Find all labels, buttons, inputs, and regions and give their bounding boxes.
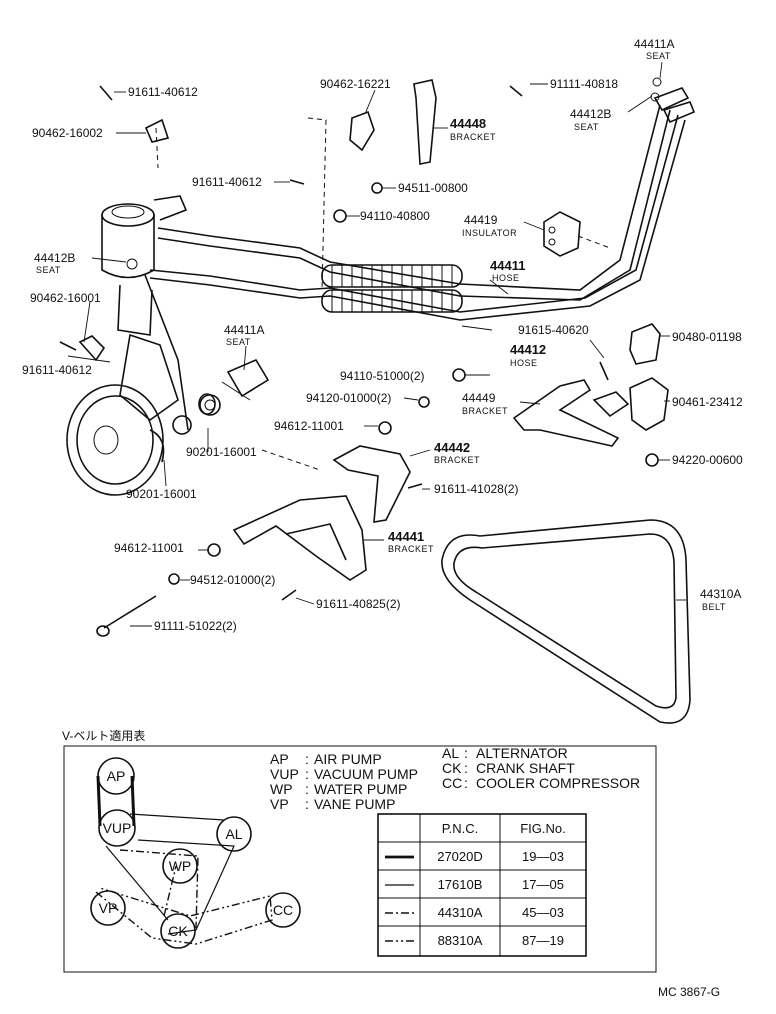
part-number: 94511-00800 (398, 181, 468, 195)
part-number: 90462-16002 (32, 126, 103, 140)
legend-name: ALTERNATOR (476, 745, 568, 761)
legend-code: CK (442, 760, 462, 776)
belt-routing-diagram: AP VUP AL WP VP CK CC (90, 757, 301, 949)
hose-ribs (331, 265, 453, 312)
part-number: 94612-11001 (274, 419, 344, 433)
legend-name: VACUUM PUMP (314, 766, 418, 782)
legend-sep: : (305, 781, 309, 797)
fig-cell: 45—03 (522, 905, 564, 920)
part-number: 91611-40612 (192, 175, 262, 189)
part-number: 44449 (462, 391, 496, 405)
part-desc: BRACKET (462, 406, 508, 416)
part-number: 90201-16001 (126, 487, 197, 501)
part-desc: INSULATOR (462, 228, 517, 238)
part-number: 91611-40612 (128, 85, 198, 99)
part-number: 44442 (434, 440, 470, 455)
legend-code: WP (270, 781, 293, 797)
part-number: 44310A (700, 587, 741, 601)
part-number: 44411A (224, 323, 264, 337)
part-number: 44412 (510, 342, 546, 357)
part-number: 44411A (634, 37, 674, 51)
leader-lines (67, 61, 686, 627)
legend-sep: : (305, 751, 309, 767)
part-number: 94110-51000(2) (340, 369, 425, 383)
part-number: 44412B (34, 251, 75, 265)
legend-sep: : (305, 796, 309, 812)
brackets (155, 117, 630, 581)
legend-code: VP (270, 796, 289, 812)
pulley-label: CK (168, 923, 188, 939)
pnc-cell: 44310A (438, 905, 483, 920)
part-number: 44419 (464, 213, 498, 227)
hoses (149, 77, 696, 321)
belt-application-panel: V-ベルト適用表 AP : AIR PUMP VUP : VACUUM PUMP… (62, 728, 657, 973)
part-number: 90462-16001 (30, 291, 101, 305)
part-number: 90462-16221 (320, 77, 391, 91)
part-desc: BRACKET (388, 544, 434, 554)
legend-name: CRANK SHAFT (476, 760, 575, 776)
part-number: 91611-40825(2) (316, 597, 401, 611)
part-desc: BRACKET (434, 455, 480, 465)
part-number: 91611-41028(2) (434, 482, 519, 496)
pulley-label: AP (107, 768, 126, 784)
part-number: 94120-01000(2) (306, 391, 391, 405)
pulley-label: VP (99, 900, 118, 916)
fig-cell: 17—05 (522, 877, 564, 892)
belt (441, 519, 691, 724)
part-number: 94110-40800 (360, 209, 430, 223)
part-number: 44411 (490, 258, 525, 273)
part-number: 44412B (570, 107, 611, 121)
legend-sep: : (464, 760, 468, 776)
pnc-table: P.N.C. FIG.No. 27020D 19—03 17610B 17—05… (377, 813, 587, 957)
pulley-label: CC (273, 902, 293, 918)
part-labels: 91611-40612 90462-16002 90462-16221 4444… (22, 37, 743, 633)
pulley-label: VUP (103, 820, 132, 836)
legend-sep: : (464, 745, 468, 761)
legend-code: AL (442, 745, 459, 761)
part-number: 44448 (450, 116, 486, 131)
legend-name: AIR PUMP (314, 751, 382, 767)
legend-sep: : (305, 766, 309, 782)
part-number: 44441 (388, 529, 424, 544)
part-desc: HOSE (510, 358, 538, 368)
part-number: 91111-40818 (550, 77, 618, 91)
pulley-label: AL (225, 826, 242, 842)
column-header: P.N.C. (442, 821, 479, 836)
part-number: 91615-40620 (518, 323, 589, 337)
legend-name: COOLER COMPRESSOR (476, 775, 640, 791)
small-parts (59, 79, 669, 637)
part-number: 94612-11001 (114, 541, 184, 555)
part-number: 94512-01000(2) (190, 573, 275, 587)
part-desc: BRACKET (450, 132, 496, 142)
pnc-cell: 17610B (438, 877, 483, 892)
part-number: 91611-40612 (22, 363, 92, 377)
column-header: FIG.No. (520, 821, 566, 836)
legend-code: AP (270, 751, 289, 767)
part-number: 90461-23412 (672, 395, 743, 409)
pulley-legend: AP : AIR PUMP VUP : VACUUM PUMP WP : WAT… (270, 745, 640, 812)
pnc-cell: 27020D (437, 849, 483, 864)
part-desc: SEAT (226, 337, 251, 347)
part-desc: HOSE (492, 273, 520, 283)
legend-sep: : (464, 775, 468, 791)
fig-cell: 87—19 (522, 933, 564, 948)
part-desc: SEAT (574, 122, 599, 132)
pnc-cell: 88310A (438, 933, 483, 948)
figure-code: MC 3867-G (658, 985, 720, 999)
pulley-label: WP (169, 858, 192, 874)
legend-name: VANE PUMP (314, 796, 395, 812)
fig-cell: 19—03 (522, 849, 564, 864)
part-number: 91111-51022(2) (154, 619, 237, 633)
panel-title: V-ベルト適用表 (62, 728, 145, 743)
legend-code: CC (442, 775, 462, 791)
part-desc: SEAT (36, 265, 61, 275)
part-number: 94220-00600 (672, 453, 743, 467)
part-number: 90480-01198 (672, 330, 742, 344)
legend-code: VUP (270, 766, 299, 782)
part-desc: BELT (702, 602, 726, 612)
part-number: 90201-16001 (186, 445, 257, 459)
legend-name: WATER PUMP (314, 781, 407, 797)
part-desc: SEAT (646, 51, 671, 61)
